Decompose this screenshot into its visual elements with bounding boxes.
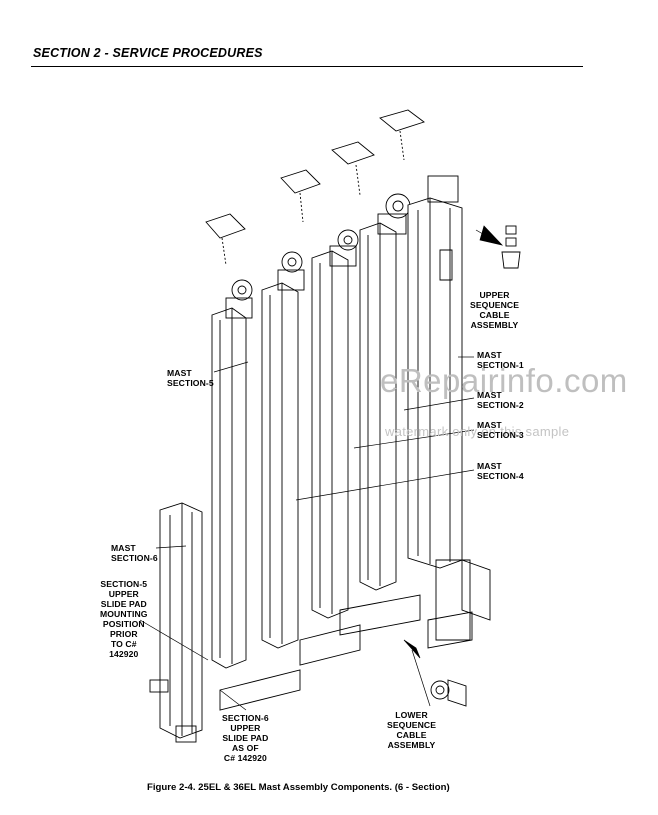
label-mast-section-5: MAST SECTION-5 — [167, 368, 214, 388]
header-rule — [31, 66, 583, 67]
section-header: SECTION 2 - SERVICE PROCEDURES — [33, 46, 263, 60]
base-hardware — [219, 559, 491, 711]
label-mast-section-1: MAST SECTION-1 — [477, 350, 524, 370]
label-upper-sequence-cable: UPPER SEQUENCE CABLE ASSEMBLY — [470, 290, 520, 330]
label-slide-pad-as-of: SECTION-6 UPPER SLIDE PAD AS OF C# 14292… — [222, 713, 269, 763]
upper-sequence-cable-parts — [501, 225, 521, 269]
mast-section-1 — [407, 175, 473, 649]
label-mast-section-6: MAST SECTION-6 — [111, 543, 158, 563]
mounting-plate-4 — [205, 213, 246, 266]
mast-section-3 — [311, 229, 359, 619]
mast-section-4 — [261, 251, 305, 649]
figure-caption: Figure 2-4. 25EL & 36EL Mast Assembly Co… — [147, 782, 450, 793]
lower-sequence-cable-pulley — [430, 679, 467, 707]
leader-lines — [139, 225, 504, 711]
label-mast-section-2: MAST SECTION-2 — [477, 390, 524, 410]
watermark: eRepairinfo.com — [380, 362, 628, 399]
label-slide-pad-prior: SECTION-5 UPPER SLIDE PAD MOUNTING POSIT… — [100, 579, 148, 659]
label-mast-section-4: MAST SECTION-4 — [477, 461, 524, 481]
label-lower-sequence-cable: LOWER SEQUENCE CABLE ASSEMBLY — [387, 710, 437, 750]
mast-section-5 — [211, 279, 253, 669]
label-mast-section-3: MAST SECTION-3 — [477, 420, 524, 440]
watermark-subtext: watermark only on this sample — [385, 424, 570, 439]
mounting-plate-top — [379, 109, 425, 161]
mounting-plate-2 — [331, 141, 375, 196]
mast-section-6 — [149, 502, 203, 743]
mounting-plate-3 — [280, 169, 321, 223]
